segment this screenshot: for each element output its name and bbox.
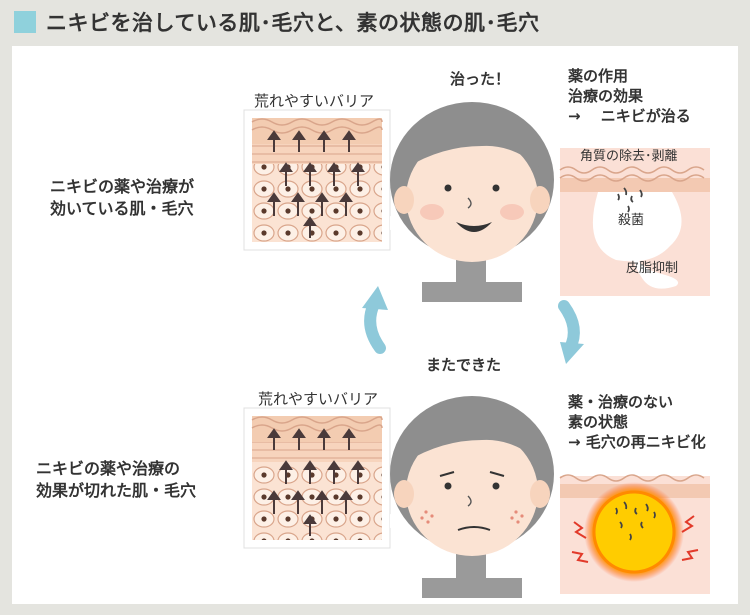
effect-title-line3: → ニキビが治る bbox=[568, 107, 691, 125]
bottom-side-label: ニキビの薬や治療の 効果が切れた肌・毛穴 bbox=[36, 458, 196, 502]
bottom-side-label-line1: ニキビの薬や治療の bbox=[36, 459, 181, 478]
top-skin-diagram bbox=[243, 109, 404, 251]
diagram-panel: ニキビの薬や治療が 効いている肌・毛穴 ニキビの薬や治療の 効果が切れた肌・毛穴… bbox=[12, 46, 738, 604]
cycle-arrow-down bbox=[558, 300, 584, 364]
title-bar: ニキビを治している肌･毛穴と、素の状態の肌･毛穴 bbox=[14, 8, 540, 36]
effect-title-line1: 薬の作用 bbox=[568, 67, 629, 85]
top-side-label-line2: 効いている肌・毛穴 bbox=[50, 199, 194, 218]
pore-sebum-label: 皮脂抑制 bbox=[626, 261, 678, 276]
pore-peel-label: 角質の除去･剥離 bbox=[580, 149, 678, 164]
state-title-line2: 素の状態 bbox=[568, 413, 629, 431]
cycle-arrow-up bbox=[362, 286, 388, 354]
effect-title: 薬の作用 治療の効果 → ニキビが治る bbox=[568, 66, 691, 126]
page-title: ニキビを治している肌･毛穴と、素の状態の肌･毛穴 bbox=[46, 11, 540, 35]
state-title-line1: 薬・治療のない bbox=[568, 393, 674, 411]
bottom-pore-diagram bbox=[559, 474, 710, 594]
top-pore-diagram: 角質の除去･剥離 殺菌 皮脂抑制 bbox=[559, 148, 710, 296]
bottom-face-caption: またできた bbox=[426, 356, 502, 374]
top-face-illustration bbox=[390, 102, 554, 302]
effect-title-line2: 治療の効果 bbox=[568, 87, 644, 105]
state-title: 薬・治療のない 素の状態 → 毛穴の再ニキビ化 bbox=[568, 392, 706, 452]
top-side-label-line1: ニキビの薬や治療が bbox=[50, 177, 195, 196]
bottom-barrier-label: 荒れやすいバリア bbox=[258, 390, 379, 408]
bottom-skin-diagram bbox=[243, 407, 404, 549]
bacteria-marks bbox=[617, 187, 643, 213]
diagram-graphics: 角質の除去･剥離 殺菌 皮脂抑制 bbox=[243, 102, 710, 598]
inflammation-marks bbox=[571, 515, 699, 563]
top-face-caption: 治った！ bbox=[450, 70, 511, 88]
bottom-bacteria-marks bbox=[615, 501, 656, 541]
state-title-line3: → 毛穴の再ニキビ化 bbox=[568, 433, 706, 451]
bottom-side-label-line2: 効果が切れた肌・毛穴 bbox=[36, 481, 197, 500]
top-barrier-label: 荒れやすいバリア bbox=[254, 92, 375, 110]
title-marker bbox=[14, 11, 36, 33]
bottom-face-illustration bbox=[390, 396, 554, 598]
top-side-label: ニキビの薬や治療が 効いている肌・毛穴 bbox=[50, 176, 194, 220]
pore-sterilize-label: 殺菌 bbox=[618, 213, 644, 228]
